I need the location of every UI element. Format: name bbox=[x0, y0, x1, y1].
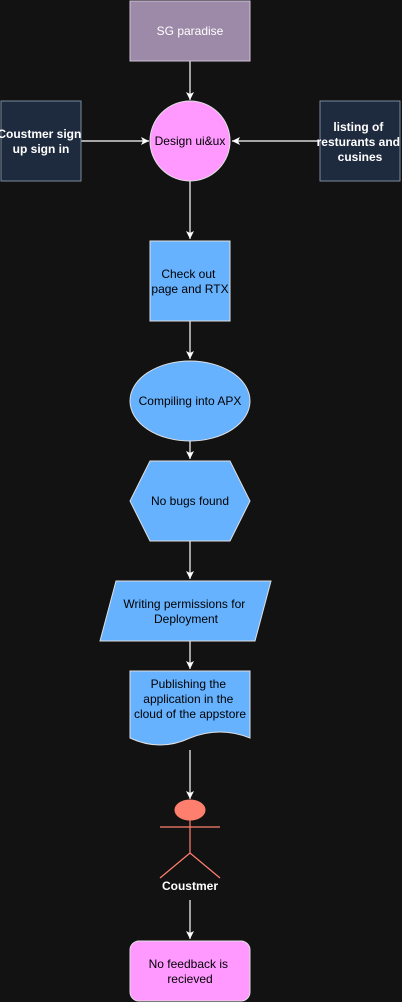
node-listing[interactable]: listing of resturants and cusines bbox=[317, 100, 402, 182]
node-listing-label: listing of resturants and cusines bbox=[317, 120, 402, 164]
node-checkout-label-line-2: page and RTX bbox=[151, 282, 228, 296]
node-no-bugs-label: No bugs found bbox=[151, 494, 229, 508]
node-sg-paradise-label-line-1: SG paradise bbox=[157, 24, 224, 38]
node-no-feedback-label-line-1: No feedback is bbox=[149, 957, 228, 971]
node-compiling[interactable]: Compiling into APX bbox=[129, 360, 251, 442]
node-permissions-label: Writing permissions for Deployment bbox=[123, 597, 248, 626]
node-no-feedback[interactable]: No feedback is recieved bbox=[129, 940, 251, 1002]
node-no-feedback-label: No feedback is recieved bbox=[149, 957, 232, 986]
node-customer-signup-shape bbox=[0, 100, 82, 182]
node-permissions-shape bbox=[99, 580, 272, 642]
node-listing-label-line-2: resturants and bbox=[317, 135, 400, 149]
node-sg-paradise-shape bbox=[129, 0, 251, 62]
node-listing-label-line-3: cusines bbox=[338, 150, 383, 164]
node-customer-actor-label-line-1: Coustmer bbox=[162, 879, 218, 893]
node-customer-signup-label-line-2: up sign in bbox=[13, 142, 70, 156]
node-customer-signup[interactable]: Coustmer sign up sign in bbox=[0, 100, 85, 182]
node-listing-label-line-1: listing of bbox=[333, 120, 384, 134]
node-publishing-label-line-3: cloud of the appstore bbox=[134, 707, 246, 721]
node-permissions[interactable]: Writing permissions for Deployment bbox=[99, 580, 272, 642]
node-checkout-label-line-1: Check out bbox=[161, 267, 216, 281]
actor-right-leg-icon bbox=[189, 852, 221, 879]
node-design-shape bbox=[149, 100, 231, 182]
node-compiling-shape bbox=[129, 360, 251, 442]
node-no-feedback-shape bbox=[129, 940, 251, 1002]
node-design-label-line-1: Design ui&ux bbox=[155, 134, 226, 148]
node-publishing[interactable]: Publishing the application in the cloud … bbox=[129, 670, 251, 746]
node-no-bugs-label-line-1: No bugs found bbox=[151, 494, 229, 508]
node-sg-paradise[interactable]: SG paradise bbox=[129, 0, 251, 62]
node-no-feedback-label-line-2: recieved bbox=[167, 972, 212, 986]
node-customer-actor[interactable]: Coustmer bbox=[159, 799, 221, 893]
actor-left-leg-icon bbox=[159, 852, 191, 879]
actor-head-icon bbox=[174, 799, 206, 821]
node-permissions-label-line-1: Writing permissions for bbox=[123, 597, 245, 611]
node-design-label: Design ui&ux bbox=[155, 134, 226, 148]
node-compiling-label: Compiling into APX bbox=[139, 394, 242, 408]
node-publishing-label-line-1: Publishing the bbox=[151, 677, 227, 691]
node-no-bugs[interactable]: No bugs found bbox=[129, 460, 251, 542]
node-checkout[interactable]: Check out page and RTX bbox=[149, 240, 231, 322]
node-no-bugs-shape bbox=[129, 460, 251, 542]
edges bbox=[81, 61, 320, 939]
node-compiling-label-line-1: Compiling into APX bbox=[139, 394, 242, 408]
node-listing-shape bbox=[319, 100, 401, 182]
node-publishing-label-line-2: application in the bbox=[143, 692, 233, 706]
node-sg-paradise-label: SG paradise bbox=[157, 24, 224, 38]
node-customer-signup-label-line-1: Coustmer sign bbox=[0, 127, 81, 141]
node-customer-signup-label: Coustmer sign up sign in bbox=[0, 127, 85, 156]
node-checkout-shape bbox=[149, 240, 231, 322]
node-publishing-shape bbox=[129, 670, 251, 746]
node-checkout-label: Check out page and RTX bbox=[151, 267, 228, 296]
node-design[interactable]: Design ui&ux bbox=[149, 100, 231, 182]
node-publishing-label: Publishing the application in the cloud … bbox=[134, 677, 246, 721]
node-permissions-label-line-2: Deployment bbox=[154, 612, 219, 626]
node-customer-actor-label: Coustmer bbox=[162, 879, 218, 893]
